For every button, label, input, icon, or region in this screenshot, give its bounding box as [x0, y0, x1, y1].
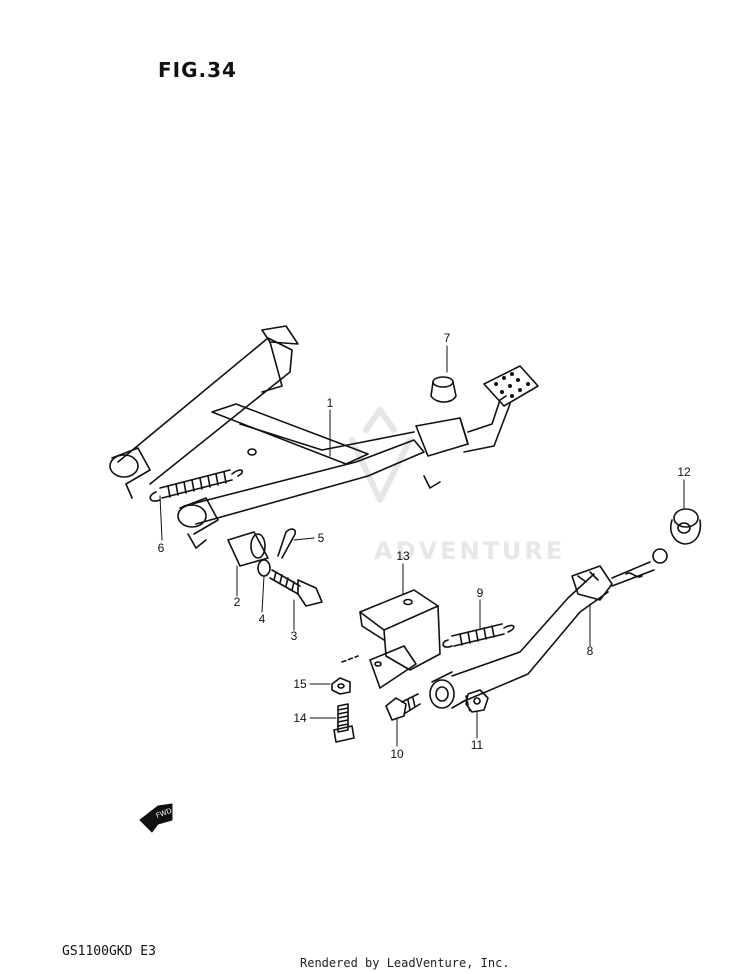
callout-6: 6: [157, 541, 165, 555]
callout-15: 15: [293, 677, 307, 691]
bolt-part-14: [333, 703, 355, 743]
callout-10: 10: [390, 747, 404, 761]
watermark-text: ADVENTURE: [374, 537, 566, 565]
callout-11: 11: [470, 738, 484, 752]
stand-spring-part-6: [149, 469, 244, 502]
brake-arm-part-8: [429, 548, 668, 713]
callout-5: 5: [317, 531, 325, 545]
callout-8: 8: [586, 644, 594, 658]
cushion-part-12: [669, 508, 702, 545]
nut-part-15: [331, 677, 351, 695]
nut-part-11: [465, 689, 489, 713]
center-stand-part-1: [109, 325, 539, 549]
bolt-part-3: [269, 569, 323, 607]
cotter-pin-part-5: [277, 528, 297, 559]
spring-part-9: [442, 623, 515, 648]
leader-lines: [159, 345, 685, 747]
callout-7: 7: [443, 331, 451, 345]
bracket-part-13: [341, 589, 441, 689]
callout-2: 2: [233, 595, 241, 609]
figure-title: FIG.34: [158, 58, 237, 82]
cap-part-7: [430, 376, 457, 403]
washer-part-4: [257, 559, 271, 577]
callout-9: 9: [476, 586, 484, 600]
callout-13: 13: [396, 549, 410, 563]
bolt-part-10: [385, 693, 421, 721]
callout-1: 1: [326, 396, 334, 410]
callout-4: 4: [258, 612, 266, 626]
fwd-arrow-icon: [139, 803, 173, 833]
watermark-logo: [349, 407, 413, 503]
callout-12: 12: [677, 465, 691, 479]
render-credit: Rendered by LeadVenture, Inc.: [300, 956, 510, 970]
pedal-pad-dots: [494, 372, 530, 398]
callout-14: 14: [293, 711, 307, 725]
callout-3: 3: [290, 629, 298, 643]
model-code: GS1100GKD E3: [62, 944, 156, 959]
collar-part-2: [227, 531, 269, 567]
